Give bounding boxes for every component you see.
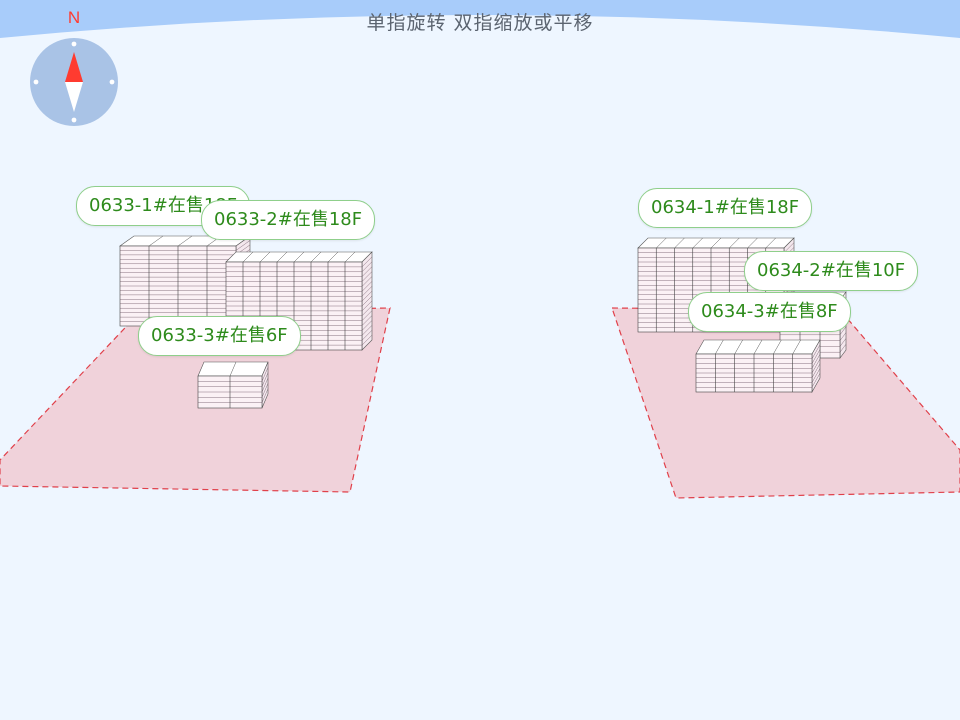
compass-icon [33, 41, 115, 123]
building-label-0634-3[interactable]: 0634-3#在售8F [688, 292, 851, 332]
building-label-0633-2[interactable]: 0633-2#在售18F [201, 200, 376, 240]
building-0633-3[interactable] [197, 361, 269, 409]
compass-dial [30, 38, 118, 126]
sky-horizon [0, 0, 960, 38]
building-label-0634-2[interactable]: 0634-2#在售10F [744, 251, 919, 291]
gesture-hint: 单指旋转 双指缩放或平移 [366, 12, 594, 34]
building-label-0634-1[interactable]: 0634-1#在售18F [638, 188, 813, 228]
building-label-0633-3[interactable]: 0633-3#在售6F [138, 316, 301, 356]
compass[interactable]: N [24, 8, 124, 128]
plot-0633-area[interactable] [0, 307, 391, 493]
compass-north-label: N [67, 8, 81, 27]
building-0634-3[interactable] [695, 338, 821, 394]
